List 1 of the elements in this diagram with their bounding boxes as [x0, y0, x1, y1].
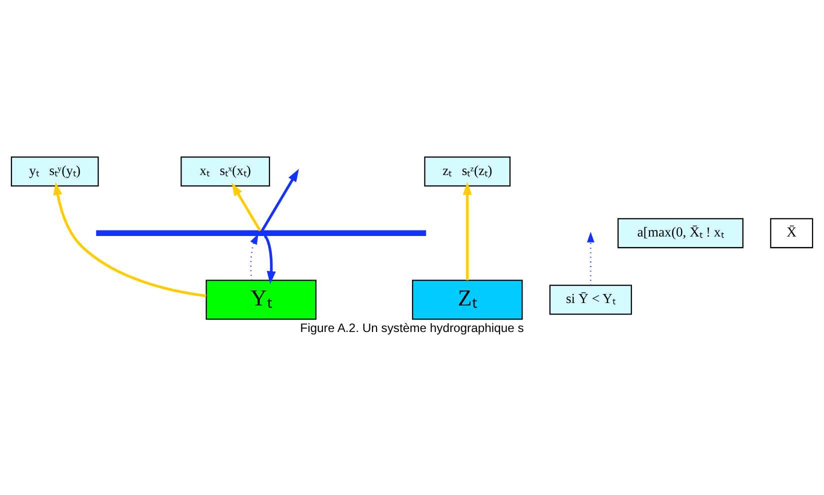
caption: Figure A.2. Un système hydrographique s [300, 320, 524, 334]
